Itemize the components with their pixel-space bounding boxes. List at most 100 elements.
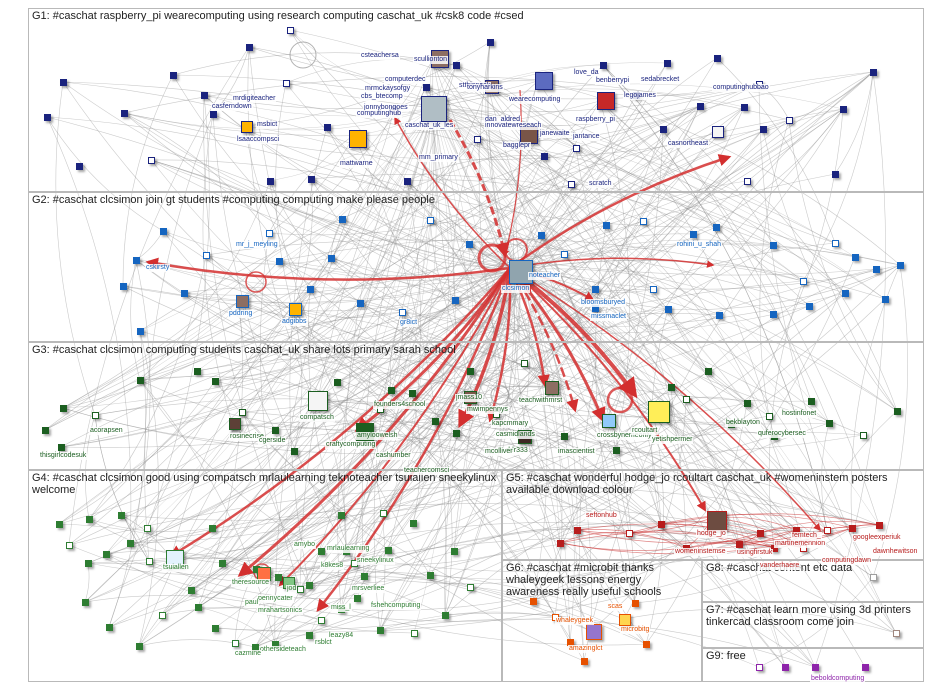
user-node[interactable]: [897, 262, 904, 269]
user-node[interactable]: [716, 312, 723, 319]
user-node[interactable]: [338, 512, 345, 519]
user-node[interactable]: [60, 405, 67, 412]
user-node[interactable]: [427, 572, 434, 579]
user-node[interactable]: [530, 598, 537, 605]
user-node[interactable]: [842, 290, 849, 297]
user-node[interactable]: [573, 145, 580, 152]
user-node[interactable]: [487, 39, 494, 46]
user-node[interactable]: [272, 427, 279, 434]
user-node[interactable]: [354, 595, 361, 602]
user-node[interactable]: [160, 228, 167, 235]
user-node[interactable]: [770, 242, 777, 249]
user-node[interactable]: [665, 306, 672, 313]
user-node[interactable]: [92, 412, 99, 419]
user-node[interactable]: [82, 599, 89, 606]
user-node[interactable]: [159, 612, 166, 619]
user-node[interactable]: [212, 378, 219, 385]
user-node[interactable]: [757, 530, 764, 537]
avatar-node[interactable]: [535, 72, 553, 90]
user-node[interactable]: [640, 218, 647, 225]
user-node[interactable]: [388, 387, 395, 394]
avatar-node[interactable]: [229, 418, 241, 430]
user-node[interactable]: [328, 255, 335, 262]
user-node[interactable]: [894, 408, 901, 415]
user-node[interactable]: [427, 217, 434, 224]
user-node[interactable]: [120, 283, 127, 290]
user-node[interactable]: [287, 27, 294, 34]
user-node[interactable]: [592, 286, 599, 293]
user-node[interactable]: [736, 541, 743, 548]
user-node[interactable]: [44, 114, 51, 121]
user-node[interactable]: [181, 290, 188, 297]
user-node[interactable]: [660, 126, 667, 133]
user-node[interactable]: [600, 62, 607, 69]
user-node[interactable]: [474, 136, 481, 143]
avatar-node[interactable]: [236, 295, 249, 308]
avatar-node[interactable]: [421, 96, 447, 122]
user-node[interactable]: [307, 286, 314, 293]
avatar-node[interactable]: [619, 614, 631, 626]
user-node[interactable]: [188, 587, 195, 594]
user-node[interactable]: [399, 309, 406, 316]
user-node[interactable]: [870, 574, 877, 581]
avatar-node[interactable]: [597, 92, 615, 110]
user-node[interactable]: [574, 527, 581, 534]
user-node[interactable]: [410, 520, 417, 527]
user-node[interactable]: [60, 79, 67, 86]
user-node[interactable]: [58, 444, 65, 451]
user-node[interactable]: [146, 558, 153, 565]
user-node[interactable]: [195, 604, 202, 611]
user-node[interactable]: [658, 521, 665, 528]
user-node[interactable]: [893, 630, 900, 637]
user-node[interactable]: [613, 447, 620, 454]
user-node[interactable]: [782, 664, 789, 671]
user-node[interactable]: [683, 396, 690, 403]
user-node[interactable]: [275, 574, 282, 581]
user-node[interactable]: [713, 224, 720, 231]
user-node[interactable]: [56, 521, 63, 528]
user-node[interactable]: [334, 379, 341, 386]
user-node[interactable]: [766, 413, 773, 420]
user-node[interactable]: [404, 178, 411, 185]
user-node[interactable]: [826, 420, 833, 427]
user-node[interactable]: [357, 300, 364, 307]
user-node[interactable]: [467, 584, 474, 591]
user-node[interactable]: [276, 258, 283, 265]
user-node[interactable]: [870, 69, 877, 76]
avatar-node[interactable]: [308, 391, 328, 411]
user-node[interactable]: [409, 390, 416, 397]
user-node[interactable]: [339, 216, 346, 223]
user-node[interactable]: [744, 400, 751, 407]
user-node[interactable]: [453, 62, 460, 69]
user-node[interactable]: [103, 551, 110, 558]
user-node[interactable]: [744, 178, 751, 185]
user-node[interactable]: [308, 176, 315, 183]
user-node[interactable]: [267, 178, 274, 185]
user-node[interactable]: [568, 181, 575, 188]
user-node[interactable]: [118, 512, 125, 519]
user-node[interactable]: [852, 254, 859, 261]
user-node[interactable]: [137, 328, 144, 335]
user-node[interactable]: [581, 658, 588, 665]
user-node[interactable]: [760, 126, 767, 133]
user-node[interactable]: [212, 625, 219, 632]
user-node[interactable]: [876, 522, 883, 529]
user-node[interactable]: [137, 377, 144, 384]
user-node[interactable]: [538, 232, 545, 239]
avatar-node[interactable]: [241, 121, 253, 133]
user-node[interactable]: [873, 266, 880, 273]
user-node[interactable]: [786, 117, 793, 124]
user-node[interactable]: [306, 582, 313, 589]
avatar-node[interactable]: [586, 624, 602, 640]
avatar-node[interactable]: [349, 130, 367, 148]
user-node[interactable]: [832, 171, 839, 178]
user-node[interactable]: [170, 72, 177, 79]
avatar-node[interactable]: [648, 401, 670, 423]
user-node[interactable]: [626, 530, 633, 537]
user-node[interactable]: [557, 540, 564, 547]
user-node[interactable]: [632, 600, 639, 607]
user-node[interactable]: [127, 540, 134, 547]
user-node[interactable]: [756, 664, 763, 671]
user-node[interactable]: [203, 252, 210, 259]
avatar-node[interactable]: [707, 511, 727, 531]
